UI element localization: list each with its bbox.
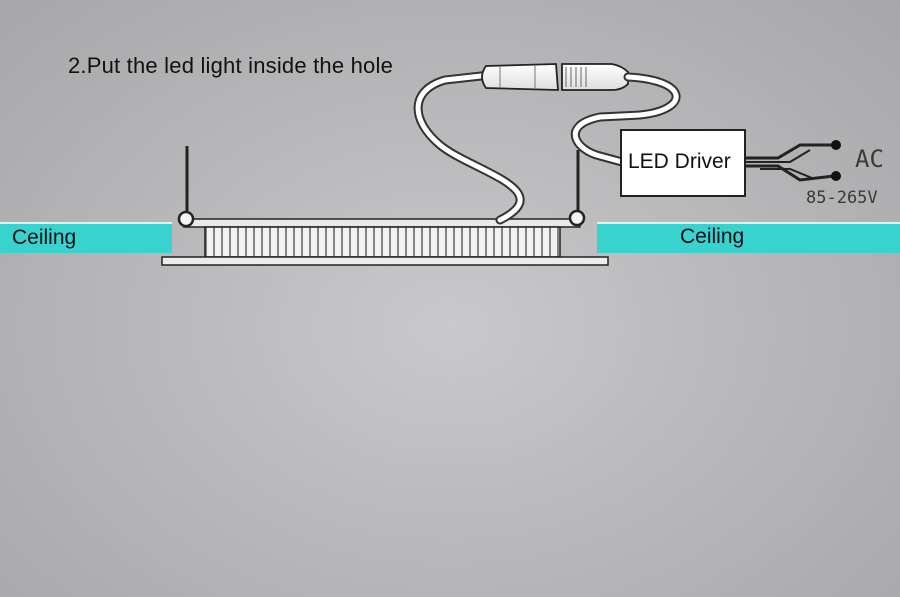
ceiling-left-board [0, 223, 172, 253]
panel-cable [413, 70, 525, 225]
led-driver-label: LED Driver [628, 150, 731, 173]
spring-clip-left-icon [177, 146, 195, 228]
ac-terminal-top-icon [831, 140, 841, 150]
ceiling-right-board [597, 223, 900, 253]
led-panel-light-icon [161, 218, 609, 266]
ac-wires [745, 143, 835, 182]
ceiling-left-label: Ceiling [12, 226, 77, 249]
led-driver-box-icon [620, 129, 746, 197]
spring-clip-right-icon [568, 150, 586, 227]
heat-sink-fins [204, 226, 561, 258]
ac-label: AC [855, 145, 884, 173]
instruction-text: 2.Put the led light inside the hole [68, 53, 394, 78]
voltage-label: 85-265V [806, 188, 878, 208]
connector-plug-icon [481, 63, 629, 91]
ceiling-right-label: Ceiling [680, 225, 745, 248]
ac-terminal-bottom-icon [831, 171, 841, 181]
